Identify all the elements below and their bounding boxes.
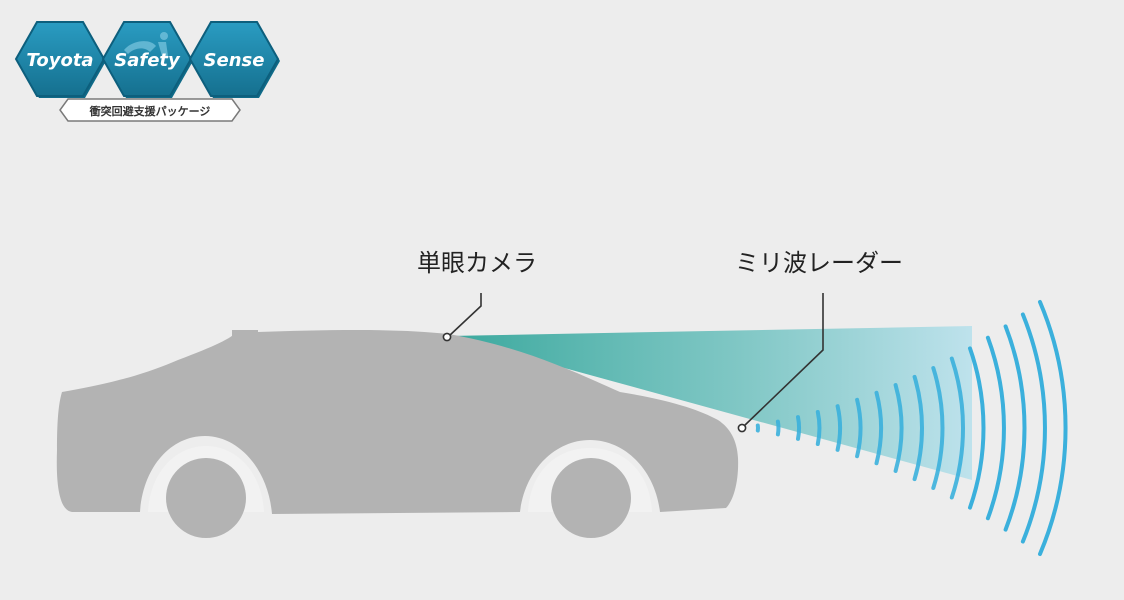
radar-wave-arc (855, 397, 863, 459)
pedestrian-pictogram-icon (124, 32, 168, 56)
camera-sensor-point (442, 332, 452, 342)
radar-wave-arc (775, 419, 781, 437)
radar-wave-arc (949, 356, 966, 500)
logo-tagline-plate (59, 98, 241, 122)
radar-wave-arc (968, 346, 986, 510)
logo-hex-safety: Safety (101, 21, 193, 98)
radar-wave-arc (931, 366, 945, 490)
radar-callout: ミリ波レーダー (735, 249, 903, 433)
radar-wave-arc (985, 335, 1006, 521)
radar-sensor-point (737, 423, 747, 433)
car-silhouette (56, 330, 739, 538)
logo-word-toyota: Toyota (26, 50, 93, 71)
radar-wave-arc (835, 404, 843, 452)
logo-hex-toyota: Toyota (14, 21, 106, 98)
radar-wave-arc (815, 410, 822, 446)
radar-wave-arcs (755, 300, 1068, 556)
radar-wave-arc (874, 390, 884, 466)
camera-leader-line (448, 293, 482, 337)
camera-callout-label: 単眼カメラ (417, 249, 537, 277)
car-roof-bump (232, 330, 258, 338)
radar-wave-arc (1020, 312, 1047, 544)
logo-tagline: 衝突回避支援パッケージ (89, 104, 211, 118)
logo-word-safety: Safety (114, 50, 181, 71)
toyota-safety-sense-logo: Toyota Safety Sense 衝突回避支援パッケージ (14, 21, 280, 122)
radar-leader-line (743, 293, 824, 427)
logo-word-sense: Sense (204, 50, 265, 71)
radar-wave-arc (796, 415, 802, 441)
radar-wave-arc (893, 383, 904, 473)
front-wheel (551, 458, 631, 538)
rear-wheel (166, 458, 246, 538)
car-body (56, 330, 739, 514)
radar-wave-arc (912, 374, 925, 482)
radar-callout-label: ミリ波レーダー (735, 249, 903, 277)
radar-wave-arc (1003, 324, 1027, 532)
camera-callout: 単眼カメラ (417, 249, 537, 342)
logo-hex-sense: Sense (188, 21, 280, 98)
radar-wave-arc (1038, 300, 1068, 556)
